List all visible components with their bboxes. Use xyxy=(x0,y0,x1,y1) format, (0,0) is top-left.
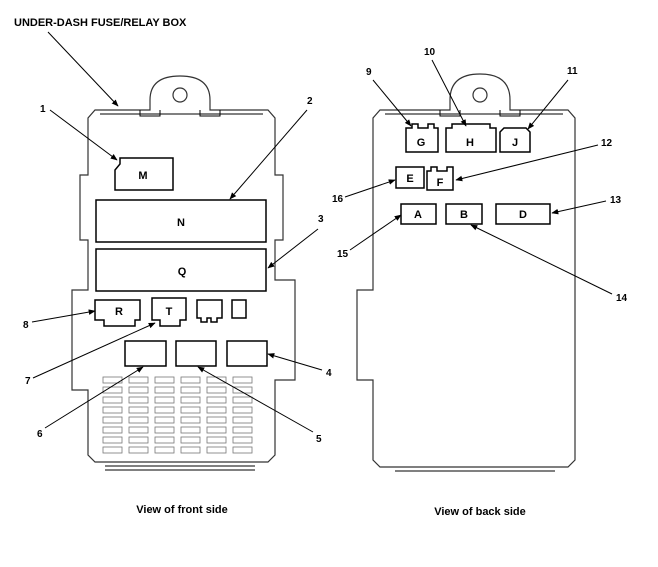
front-caption: View of front side xyxy=(136,504,227,516)
connector-h xyxy=(445,123,497,153)
callout-9: 9 xyxy=(366,67,372,78)
callout-2-leader xyxy=(229,109,308,200)
connector-d-label: D xyxy=(519,209,527,221)
callout-11-leader xyxy=(527,79,569,130)
front-tab-left xyxy=(139,110,161,117)
callout-16: 16 xyxy=(332,194,344,205)
callout-7: 7 xyxy=(25,376,31,387)
callout-5: 5 xyxy=(316,434,322,445)
callout-4-leader xyxy=(267,353,323,371)
callout-8: 8 xyxy=(23,320,29,331)
callout-6: 6 xyxy=(37,429,43,440)
back-mount-hole xyxy=(472,87,488,103)
callout-15-leader xyxy=(349,214,402,251)
connector-g xyxy=(405,123,439,153)
diagram-title: UNDER-DASH FUSE/RELAY BOX xyxy=(14,17,187,29)
callout-11: 11 xyxy=(567,66,578,77)
front-tab-right xyxy=(199,110,221,117)
back-tab-right xyxy=(499,110,521,117)
callout-1-leader xyxy=(49,109,118,161)
connector-e-label: E xyxy=(406,173,413,185)
fuse-grid xyxy=(102,376,253,454)
connector-t xyxy=(151,297,187,327)
connector-f-label: F xyxy=(437,177,444,189)
connector-a-label: A xyxy=(414,209,422,221)
relay-m-label: M xyxy=(138,170,147,182)
back-caption: View of back side xyxy=(434,506,526,518)
callout-3: 3 xyxy=(318,214,324,225)
front-mount-hole xyxy=(172,87,188,103)
connector-unlabeled xyxy=(196,299,223,323)
callout-9-leader xyxy=(372,79,412,127)
callout-13: 13 xyxy=(610,195,622,206)
connector-a xyxy=(400,203,437,225)
connector-j-label: J xyxy=(512,137,518,149)
callout-14: 14 xyxy=(616,293,628,304)
connector-f xyxy=(426,166,454,191)
back-side-view: G H J E F A B D 9 10 11 12 13 14 15 xyxy=(332,47,628,518)
callout-12: 12 xyxy=(601,138,613,149)
callout-5-leader xyxy=(197,366,314,433)
callout-16-leader xyxy=(344,179,396,198)
callout-3-leader xyxy=(267,228,319,269)
relay-q xyxy=(95,248,267,292)
connector-e xyxy=(395,166,425,189)
callout-10-leader xyxy=(431,59,467,127)
callout-2: 2 xyxy=(307,96,313,107)
connector-small xyxy=(231,299,247,319)
connector-r xyxy=(94,299,141,327)
callout-15: 15 xyxy=(337,249,349,260)
relay-n xyxy=(95,199,267,243)
connector-d xyxy=(495,203,551,225)
fuse-block-5 xyxy=(175,340,217,367)
connector-b-label: B xyxy=(460,209,468,221)
callout-7-leader xyxy=(32,322,156,379)
callout-4: 4 xyxy=(326,368,332,379)
callout-1: 1 xyxy=(40,104,46,115)
callout-13-leader xyxy=(551,200,607,215)
callout-10: 10 xyxy=(424,47,436,58)
relay-q-label: Q xyxy=(178,266,187,278)
relay-m xyxy=(114,157,174,191)
back-tab-left xyxy=(439,110,461,117)
callout-6-leader xyxy=(44,366,144,429)
connector-t-label: T xyxy=(166,306,173,318)
connector-b xyxy=(445,203,483,225)
relay-n-label: N xyxy=(177,217,185,229)
connector-j xyxy=(499,127,531,153)
connector-g-label: G xyxy=(417,137,426,149)
fuse-block-4 xyxy=(226,340,268,367)
title-pointer xyxy=(47,31,119,107)
callout-8-leader xyxy=(31,309,96,323)
fuse-block-6 xyxy=(124,340,167,367)
connector-r-label: R xyxy=(115,306,123,318)
callout-12-leader xyxy=(455,144,599,182)
connector-h-label: H xyxy=(466,137,474,149)
callout-14-leader xyxy=(470,224,613,295)
front-side-view: M N Q R T 1 xyxy=(23,75,332,516)
